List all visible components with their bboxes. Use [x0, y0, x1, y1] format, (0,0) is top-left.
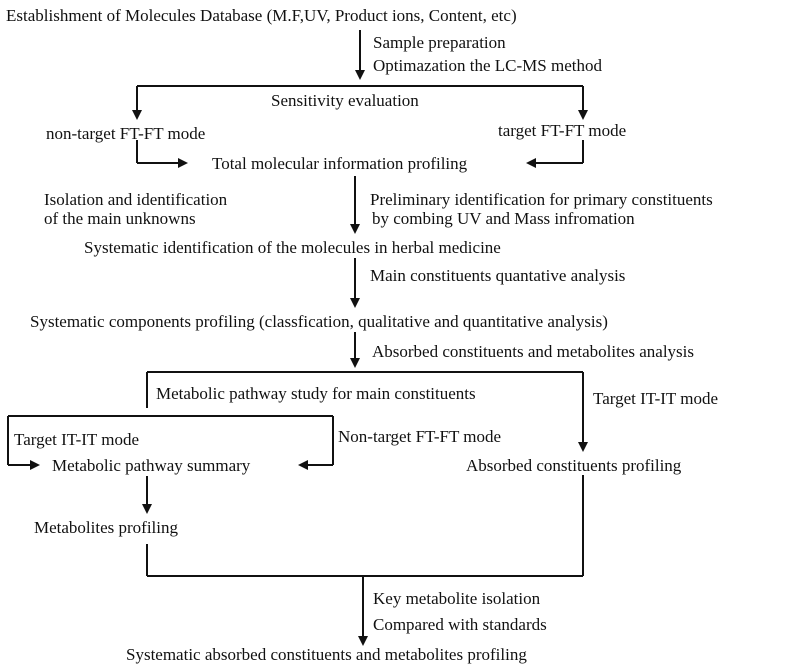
node-database: Establishment of Molecules Database (M.F…	[6, 6, 517, 25]
node-components-profiling: Systematic components profiling (classfi…	[30, 312, 608, 331]
node-pathway-summary: Metabolic pathway summary	[52, 456, 251, 475]
node-absorbed-profiling: Absorbed constituents profiling	[466, 456, 682, 475]
label-pathway-study: Metabolic pathway study for main constit…	[156, 384, 476, 403]
label-isolation-line2: of the main unknowns	[44, 209, 196, 228]
label-preliminary-line1: Preliminary identification for primary c…	[370, 190, 713, 209]
label-non-target-ftft: non-target FT-FT mode	[46, 124, 206, 143]
label-preliminary-line2: by combing UV and Mass infromation	[372, 209, 635, 228]
label-compared-standards: Compared with standards	[373, 615, 547, 634]
label-optimization: Optimazation the LC-MS method	[373, 56, 602, 75]
label-sensitivity: Sensitivity evaluation	[271, 91, 419, 110]
node-systematic-identification: Systematic identification of the molecul…	[84, 238, 501, 257]
label-non-target-ftft-2: Non-target FT-FT mode	[338, 427, 502, 446]
node-final-profiling: Systematic absorbed constituents and met…	[126, 645, 527, 664]
label-absorbed-analysis: Absorbed constituents and metabolites an…	[372, 342, 694, 361]
label-target-itit-right: Target IT-IT mode	[593, 389, 719, 408]
label-quantitative: Main constituents quantative analysis	[370, 266, 626, 285]
node-total-profiling: Total molecular information profiling	[212, 154, 468, 173]
label-isolation-line1: Isolation and identification	[44, 190, 228, 209]
label-sample-preparation: Sample preparation	[373, 33, 506, 52]
label-target-ftft: target FT-FT mode	[498, 121, 627, 140]
node-metabolites-profiling: Metabolites profiling	[34, 518, 179, 537]
label-target-itit-left: Target IT-IT mode	[14, 430, 140, 449]
label-key-isolation: Key metabolite isolation	[373, 589, 541, 608]
